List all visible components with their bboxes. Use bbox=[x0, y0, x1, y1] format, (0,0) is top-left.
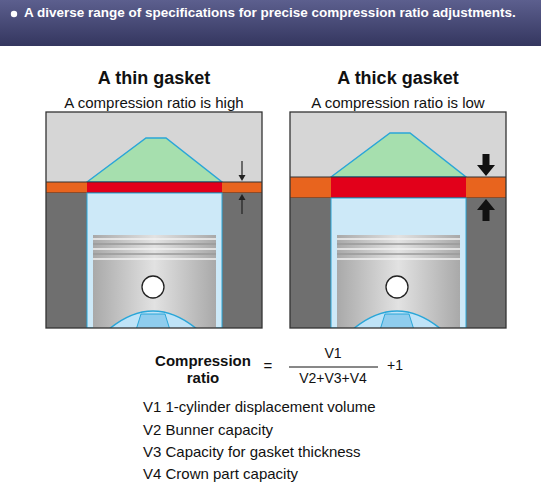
piston-ring bbox=[337, 238, 460, 240]
cylinder-wall bbox=[290, 198, 331, 328]
piston-pin bbox=[142, 276, 164, 298]
cylinder-head bbox=[46, 112, 262, 182]
arrow-line bbox=[241, 161, 242, 177]
engine-section bbox=[46, 112, 262, 330]
piston-ring bbox=[93, 258, 216, 260]
header-text: A diverse range of specifications for pr… bbox=[24, 5, 524, 21]
cylinder-wall bbox=[466, 198, 506, 328]
gasket-side bbox=[222, 182, 262, 193]
formula-term: +1 bbox=[380, 357, 410, 373]
panel-subtitle: A compression ratio is low bbox=[288, 94, 508, 111]
gasket-side bbox=[46, 182, 87, 193]
formula-label: Compression ratio bbox=[148, 352, 258, 387]
variable-definition: V4 Crown part capacity bbox=[143, 465, 473, 482]
formula-symbol: = bbox=[258, 357, 278, 374]
cylinder-wall bbox=[222, 193, 262, 328]
combustion-chamber bbox=[331, 133, 466, 177]
gasket-bore bbox=[331, 177, 466, 198]
gasket-edge bbox=[290, 177, 506, 178]
gasket-edge bbox=[46, 182, 262, 183]
bullet-dot bbox=[11, 11, 17, 17]
engine-section bbox=[290, 112, 506, 330]
panel-title: A thick gasket bbox=[288, 68, 508, 89]
variable-definition: V1 1-cylinder displacement volume bbox=[143, 398, 473, 415]
gasket-bore bbox=[87, 182, 222, 193]
arrow-thick bbox=[477, 199, 495, 221]
piston-ring bbox=[337, 248, 460, 250]
piston-ring bbox=[337, 253, 460, 255]
arrow-head bbox=[239, 194, 246, 200]
cylinder-head bbox=[290, 112, 506, 177]
piston-ring bbox=[93, 253, 216, 255]
variable-definition: V3 Capacity for gasket thickness bbox=[143, 443, 473, 460]
section-frame bbox=[290, 112, 506, 328]
cylinder-bore bbox=[87, 193, 222, 328]
panel-subtitle: A compression ratio is high bbox=[44, 94, 264, 111]
formula-term: V2+V3+V4 bbox=[285, 370, 381, 386]
variable-definition: V2 Bunner capacity bbox=[143, 421, 473, 438]
combustion-chamber bbox=[87, 138, 222, 182]
connecting-rod bbox=[136, 314, 170, 328]
gasket-side bbox=[290, 177, 331, 198]
connecting-rod bbox=[108, 311, 198, 328]
gasket-side bbox=[466, 177, 506, 198]
piston-ring bbox=[93, 248, 216, 250]
connecting-rod bbox=[352, 311, 442, 328]
piston-ring bbox=[337, 258, 460, 260]
arrow-line bbox=[241, 198, 242, 214]
fraction-bar bbox=[289, 367, 378, 368]
cylinder-wall bbox=[46, 193, 87, 328]
piston-ring bbox=[93, 243, 216, 245]
connecting-rod bbox=[380, 314, 414, 328]
cylinder-bore bbox=[331, 198, 466, 328]
panel-title: A thin gasket bbox=[44, 68, 264, 89]
formula-term: V1 bbox=[303, 345, 363, 361]
piston-ring bbox=[337, 243, 460, 245]
header-bar bbox=[0, 0, 541, 46]
piston-pin bbox=[386, 276, 408, 298]
piston-ring bbox=[93, 238, 216, 240]
arrow-head bbox=[239, 175, 246, 181]
section-frame bbox=[46, 112, 262, 328]
arrow-thick bbox=[477, 154, 495, 176]
